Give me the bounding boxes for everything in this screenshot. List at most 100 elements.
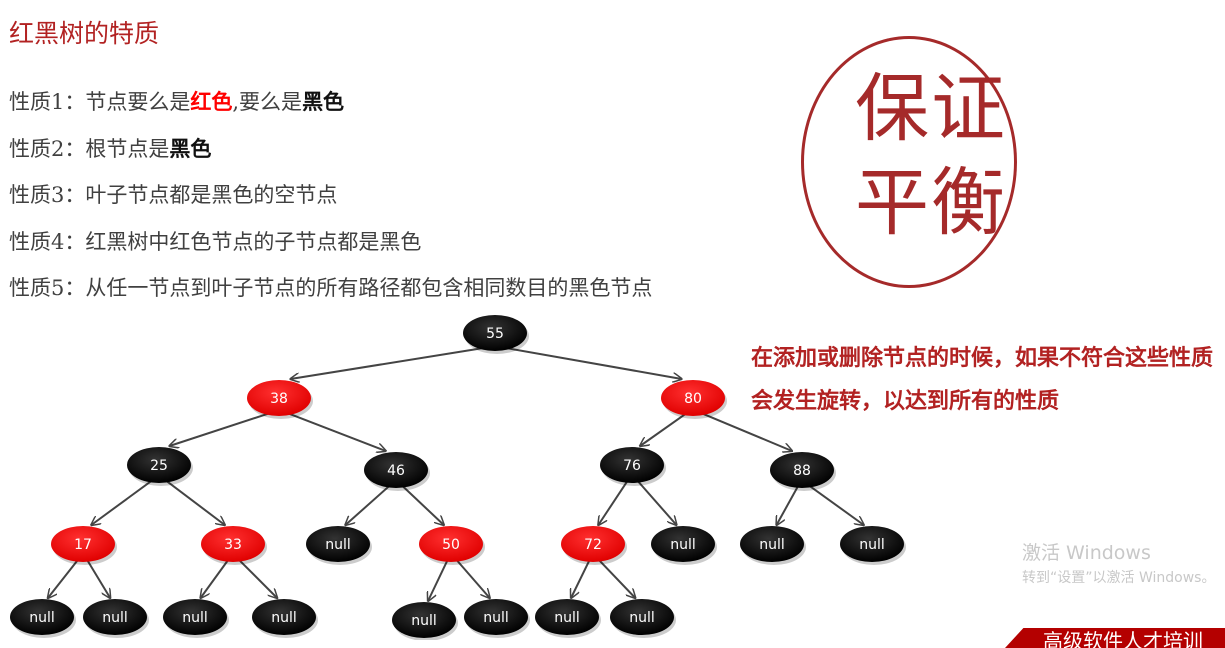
node-label: 46 bbox=[387, 463, 405, 479]
black-node-shape bbox=[600, 447, 664, 483]
black-node-shape bbox=[740, 526, 804, 562]
node-label: null bbox=[102, 610, 128, 626]
black-node-shape bbox=[306, 526, 370, 562]
null-leaf-node: null bbox=[740, 526, 806, 565]
null-leaf-node: null bbox=[252, 599, 318, 638]
activation-watermark: 激活 Windows 转到“设置”以激活 Windows。 bbox=[1022, 538, 1215, 587]
tree-edge bbox=[345, 483, 392, 525]
property-text: ,要么是 bbox=[232, 90, 303, 114]
property-prefix: 性质4： bbox=[9, 229, 86, 254]
watermark-line-2: 转到“设置”以激活 Windows。 bbox=[1022, 570, 1216, 586]
footer-banner: 高级软件人才培训 bbox=[1005, 628, 1225, 648]
stamp-circle bbox=[801, 36, 1017, 288]
black-word: 黑色 bbox=[302, 89, 345, 114]
tree-edge bbox=[699, 411, 792, 451]
property-1: 性质1：节点要么是红色,要么是黑色 bbox=[9, 86, 652, 133]
black-node-shape bbox=[163, 599, 227, 635]
property-prefix: 性质1： bbox=[9, 90, 86, 114]
node-label: null bbox=[411, 613, 437, 629]
tree-node-55: 55 bbox=[463, 315, 529, 354]
null-leaf-node: null bbox=[535, 599, 601, 638]
node-label: null bbox=[629, 610, 655, 626]
property-text: 根节点是 bbox=[85, 136, 170, 161]
red-word: 红色 bbox=[190, 89, 233, 114]
node-label: 80 bbox=[684, 391, 702, 407]
node-label: 72 bbox=[584, 537, 602, 553]
tree-edge bbox=[163, 478, 224, 525]
tree-edge bbox=[85, 557, 110, 598]
property-2: 性质2：根节点是黑色 bbox=[9, 133, 652, 180]
black-node-shape bbox=[10, 599, 74, 635]
tree-edge bbox=[454, 557, 490, 598]
node-label: null bbox=[325, 537, 351, 553]
tree-node-80: 80 bbox=[661, 380, 727, 419]
slide-title: 红黑树的特质 bbox=[9, 19, 160, 48]
black-node-shape bbox=[364, 452, 428, 488]
black-node-shape bbox=[770, 452, 834, 488]
tree-edge bbox=[502, 346, 682, 379]
property-4: 性质4：红黑树中红色节点的子节点都是黑色 bbox=[9, 226, 652, 273]
node-label: 17 bbox=[74, 537, 92, 553]
node-label: null bbox=[859, 537, 885, 553]
null-leaf-node: null bbox=[840, 526, 906, 565]
property-text: 节点要么是 bbox=[85, 90, 191, 114]
tree-edge bbox=[290, 346, 488, 379]
tree-edge bbox=[635, 478, 676, 525]
property-text: 红黑树中红色节点的子节点都是黑色 bbox=[85, 229, 422, 254]
tree-edge bbox=[169, 411, 273, 446]
node-label: null bbox=[483, 610, 509, 626]
tree-edge bbox=[571, 557, 592, 598]
tree-edge bbox=[48, 557, 80, 598]
node-label: 55 bbox=[486, 326, 504, 342]
black-node-shape bbox=[83, 599, 147, 635]
node-label: null bbox=[271, 610, 297, 626]
black-node-shape bbox=[463, 315, 527, 351]
tree-node-88: 88 bbox=[770, 452, 836, 491]
tree-node-38: 38 bbox=[247, 380, 313, 419]
node-label: 88 bbox=[793, 463, 811, 479]
property-text: 从任一节点到叶子节点的所有路径都包含相同数目的黑色节点 bbox=[85, 276, 653, 300]
black-node-shape bbox=[127, 447, 191, 483]
black-word: 黑色 bbox=[169, 135, 212, 161]
black-node-shape bbox=[252, 599, 316, 635]
black-node-shape bbox=[464, 599, 528, 635]
node-label: null bbox=[759, 537, 785, 553]
tree-edge bbox=[400, 483, 444, 525]
properties-list: 性质1：节点要么是红色,要么是黑色 性质2：根节点是黑色 性质3：叶子节点都是黑… bbox=[9, 86, 652, 319]
property-3: 性质3：叶子节点都是黑色的空节点 bbox=[9, 179, 652, 226]
tree-edge bbox=[285, 411, 386, 451]
node-label: 50 bbox=[442, 537, 460, 553]
black-node-shape bbox=[535, 599, 599, 635]
property-text: 叶子节点都是黑色的空节点 bbox=[85, 183, 338, 207]
rotation-note: 在添加或删除节点的时候，如果不符合这些性质会发生旋转，以达到所有的性质 bbox=[751, 345, 1214, 414]
red-node-shape bbox=[201, 526, 265, 562]
black-node-shape bbox=[840, 526, 904, 562]
tree-edge bbox=[91, 478, 155, 525]
red-node-shape bbox=[661, 380, 725, 416]
black-node-shape bbox=[610, 599, 674, 635]
tree-edge bbox=[806, 483, 863, 525]
null-leaf-node: null bbox=[306, 526, 372, 565]
node-label: 25 bbox=[150, 458, 168, 474]
tree-node-72: 72 bbox=[561, 526, 627, 565]
node-label: null bbox=[182, 610, 208, 626]
tree-edge bbox=[777, 483, 800, 525]
node-label: 38 bbox=[270, 391, 288, 407]
black-node-shape bbox=[392, 602, 456, 638]
watermark-line-1: 激活 Windows bbox=[1022, 542, 1151, 564]
node-label: 76 bbox=[623, 458, 641, 474]
null-leaf-node: null bbox=[464, 599, 530, 638]
tree-edge bbox=[236, 557, 278, 598]
property-prefix: 性质5： bbox=[9, 276, 86, 300]
node-label: 33 bbox=[224, 537, 242, 553]
red-node-shape bbox=[51, 526, 115, 562]
tree-node-25: 25 bbox=[127, 447, 193, 486]
red-node-shape bbox=[247, 380, 311, 416]
node-label: null bbox=[29, 610, 55, 626]
null-leaf-node: null bbox=[610, 599, 676, 638]
null-leaf-node: null bbox=[651, 526, 717, 565]
node-label: null bbox=[670, 537, 696, 553]
tree-node-50: 50 bbox=[419, 526, 485, 565]
stamp-line-2: 平衡 bbox=[855, 160, 1007, 246]
stamp-text: 保证 平衡 bbox=[855, 62, 1015, 250]
